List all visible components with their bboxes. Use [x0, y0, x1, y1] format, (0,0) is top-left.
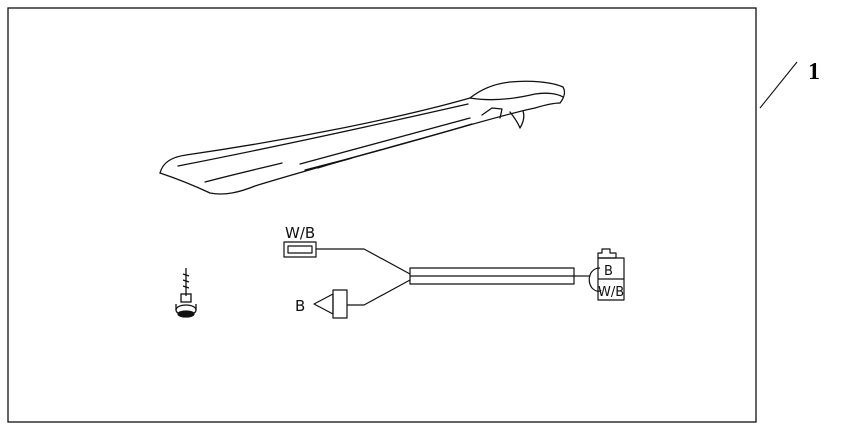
- ground-terminal: [313, 289, 348, 319]
- wb-wire: [316, 248, 411, 275]
- mounting-screw: [175, 268, 197, 318]
- harness-tube: [409, 267, 575, 285]
- end-connector: [574, 248, 625, 301]
- callout-number: 1: [808, 59, 820, 85]
- callout-leader-line: [759, 61, 798, 109]
- rear-spoiler: [159, 80, 566, 195]
- ground-wire: [347, 279, 411, 306]
- end-connector-label-top: B: [604, 264, 613, 279]
- ground-terminal-label: B: [295, 297, 305, 315]
- wiring-harness: [283, 241, 625, 319]
- wb-connector-label: W/B: [285, 224, 315, 242]
- kit-frame: [7, 7, 757, 423]
- wb-connector: [283, 241, 317, 258]
- end-connector-label-bottom: W/B: [598, 285, 624, 300]
